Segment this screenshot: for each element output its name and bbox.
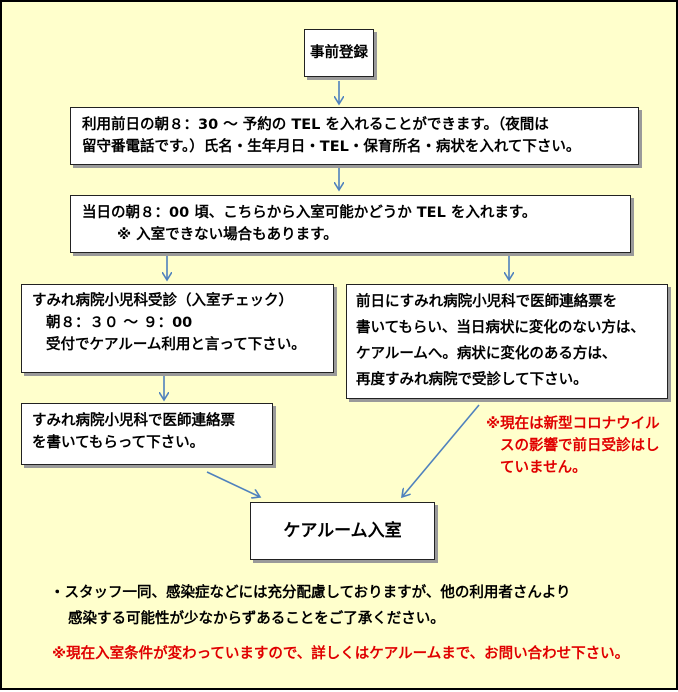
previous-day-line-2: 書いてもらい、当日病状に変化のない方は、 — [356, 320, 645, 336]
form-line-1: すみれ病院小児科で医師連絡票 — [32, 413, 235, 429]
footer-bullet-line-1: ・スタッフ一同、感染症などには充分配慮しておりますが、他の利用者さんより — [50, 585, 571, 601]
footer-red-note: ※現在入室条件が変わっていますので、詳しくはケアルームまで、お問い合わせ下さい。 — [52, 643, 629, 665]
visit-line-3: 受付でケアルーム利用と言って下さい。 — [46, 337, 306, 353]
same-day-line-2: ※ 入室できない場合もあります。 — [117, 227, 338, 243]
care-room-entry-label: ケアルーム入室 — [283, 521, 402, 541]
previous-day-line-3: ケアルームへ。病状に変化のある方は、 — [356, 346, 617, 362]
reservation-line-2: 留守番電話です。）氏名・生年月日・TEL・保育所名・病状を入れて下さい。 — [82, 139, 581, 155]
hospital-visit-box: すみれ病院小児科受診（入室チェック） 朝８：３０ ～ ９：00 受付でケアルーム… — [21, 284, 334, 373]
footer-bullet-line-2: 感染する可能性が少なからずあることをご了承ください。 — [68, 611, 445, 627]
form-line-2: を書いてもらって下さい。 — [32, 435, 205, 451]
previous-day-line-4: 再度すみれ病院で受診して下さい。 — [356, 372, 588, 388]
footer-notice: ・スタッフ一同、感染症などには充分配慮しておりますが、他の利用者さんより 感染す… — [50, 582, 571, 630]
reservation-box: 利用前日の朝８：30 ～ 予約の TEL を入れることができます。（夜間は 留守… — [70, 107, 639, 165]
covid-note-line-2: スの影響で前日受診はし — [500, 438, 660, 454]
pre-registration-box: 事前登録 — [304, 29, 374, 77]
previous-day-line-1: 前日にすみれ病院小児科で医師連絡票を — [356, 294, 618, 310]
same-day-call-box: 当日の朝８：00 頃、こちらから入室可能かどうか TEL を入れます。 ※ 入室… — [70, 195, 631, 253]
covid-note-line-1: ※現在は新型コロナウイル — [486, 416, 660, 432]
footer-red-note-text: ※現在入室条件が変わっていますので、詳しくはケアルームまで、お問い合わせ下さい。 — [52, 646, 630, 662]
arrow-form-to-final — [206, 471, 260, 497]
covid-note: ※現在は新型コロナウイル スの影響で前日受診はし ていません。 — [486, 413, 660, 479]
same-day-line-1: 当日の朝８：00 頃、こちらから入室可能かどうか TEL を入れます。 — [82, 205, 537, 221]
covid-note-line-3: ていません。 — [500, 460, 587, 476]
arrow-right-to-final — [402, 404, 480, 497]
doctor-form-box: すみれ病院小児科で医師連絡票 を書いてもらって下さい。 — [21, 403, 273, 465]
pre-registration-label: 事前登録 — [310, 45, 368, 61]
care-room-entry-box: ケアルーム入室 — [250, 502, 435, 560]
previous-day-box: 前日にすみれ病院小児科で医師連絡票を 書いてもらい、当日病状に変化のない方は、 … — [346, 284, 668, 399]
visit-line-2: 朝８：３０ ～ ９：00 — [46, 315, 193, 331]
reservation-line-1: 利用前日の朝８：30 ～ 予約の TEL を入れることができます。（夜間は — [82, 117, 549, 133]
visit-line-1: すみれ病院小児科受診（入室チェック） — [32, 293, 293, 309]
